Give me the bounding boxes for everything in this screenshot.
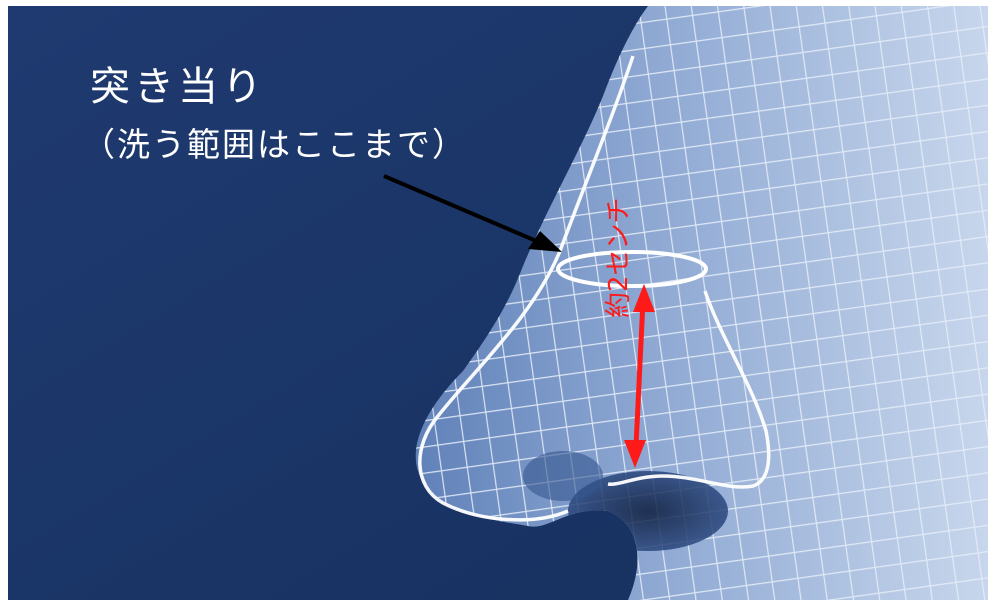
measurement-label: 約2センチ bbox=[598, 197, 635, 318]
diagram-frame: 突き当り （洗う範囲はここまで） 約2センチ bbox=[8, 6, 988, 600]
annotation-title: 突き当り bbox=[90, 54, 266, 112]
annotation-subtitle: （洗う範囲はここまで） bbox=[82, 118, 467, 166]
